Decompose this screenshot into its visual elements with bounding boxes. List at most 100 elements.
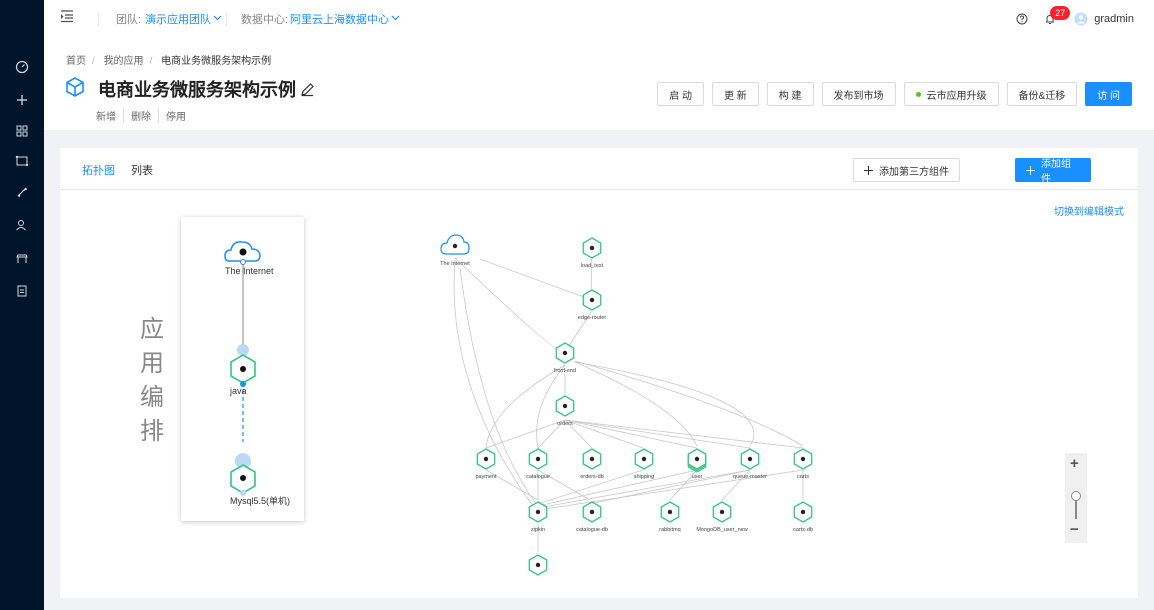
page-title: 电商业务微服务架构示例 xyxy=(98,76,315,102)
java-node-icon[interactable] xyxy=(230,344,256,387)
node-carts-db[interactable]: carts-db xyxy=(793,501,813,533)
publish-market-button[interactable]: 发布到市场 xyxy=(821,82,896,106)
vertical-char: 编 xyxy=(140,384,164,411)
node-label: The Internet xyxy=(440,261,470,267)
node-center-dot xyxy=(667,509,673,515)
breadcrumb-separator: / xyxy=(92,56,95,67)
team-label: 团队: xyxy=(116,14,142,26)
team-selector[interactable]: 演示应用团队 xyxy=(145,11,222,27)
breadcrumb-current: 电商业务微服务架构示例 xyxy=(161,56,272,67)
add-component-button[interactable]: 添加组件 xyxy=(1015,158,1091,185)
vertical-char: 排 xyxy=(140,418,164,445)
tab-list[interactable]: 列表 xyxy=(131,165,153,177)
datacenter-label: 数据中心: xyxy=(241,14,289,26)
add-third-party-button[interactable]: 添加第三方组件 xyxy=(853,158,960,182)
zoom-slider-handle[interactable] xyxy=(1071,491,1081,501)
node-center-dot xyxy=(800,509,806,515)
notification-bell[interactable]: 27 xyxy=(1044,6,1071,25)
tab-topology[interactable]: 拓扑图 xyxy=(82,165,115,177)
add-third-party-label: 添加第三方组件 xyxy=(879,166,949,178)
legend-mysql-label: Mysql5.5(单机) xyxy=(230,496,291,506)
node-catalogue[interactable]: catalogue xyxy=(526,448,550,480)
datacenter-value: 阿里云上海数据中心 xyxy=(290,14,389,26)
legend-internet-label: The Internet xyxy=(225,266,274,276)
node-label: MongoDB_user_new xyxy=(696,527,747,533)
breadcrumb-separator: / xyxy=(149,56,153,67)
node-center-dot xyxy=(589,509,595,515)
menu-collapse-icon[interactable] xyxy=(60,9,74,26)
node-center-dot xyxy=(694,456,700,462)
node-internet[interactable]: The Internet xyxy=(440,234,470,267)
plugin-icon[interactable] xyxy=(7,181,37,203)
zoom-slider-track[interactable] xyxy=(1075,491,1077,519)
backup-migrate-button[interactable]: 备份&迁移 xyxy=(1006,82,1078,106)
team-value: 演示应用团队 xyxy=(145,14,211,26)
node-center-dot xyxy=(589,245,595,251)
gateway-icon[interactable] xyxy=(7,150,37,172)
node-center-dot xyxy=(535,456,541,462)
zoom-in-button[interactable]: + xyxy=(1070,455,1079,472)
node-user[interactable]: user xyxy=(687,448,707,480)
node-zipkin[interactable]: zipkin xyxy=(528,501,548,533)
username[interactable]: gradmin xyxy=(1094,13,1134,25)
breadcrumb-home[interactable]: 首页 xyxy=(66,56,86,67)
topology-edges xyxy=(453,247,804,552)
divider xyxy=(226,12,227,26)
cloud-icon[interactable] xyxy=(224,241,261,265)
node-center-dot xyxy=(719,509,725,515)
switch-edit-mode-link[interactable]: 切换到编辑模式 xyxy=(1054,207,1124,218)
node-rabbitmq[interactable]: rabbitmq xyxy=(659,501,681,533)
avatar[interactable] xyxy=(1074,12,1088,26)
legend-java-label: java xyxy=(230,386,247,396)
disable-action[interactable]: 停用 xyxy=(158,108,193,123)
market-upgrade-button[interactable]: 云市应用升级 xyxy=(903,82,999,106)
breadcrumb-my-apps[interactable]: 我的应用 xyxy=(103,56,144,67)
finance-icon[interactable] xyxy=(7,280,37,302)
topology-nodes: The Internet load_test edge-routerfront-en… xyxy=(440,234,813,576)
plus-icon[interactable] xyxy=(7,89,37,111)
datacenter-selector[interactable]: 阿里云上海数据中心 xyxy=(290,11,400,27)
add-component-label: 添加组件 xyxy=(1041,159,1071,185)
market-upgrade-label: 云市应用升级 xyxy=(926,90,987,102)
node-label: payment xyxy=(475,474,497,480)
chevron-down-icon xyxy=(213,13,222,25)
plus-icon xyxy=(864,165,873,175)
dashboard-icon[interactable] xyxy=(7,56,37,78)
market-icon[interactable] xyxy=(7,247,37,269)
node-queue-master[interactable]: queue-master xyxy=(733,448,767,480)
apps-grid-icon[interactable] xyxy=(7,120,37,142)
node-edge-router[interactable]: edge-router xyxy=(578,289,607,321)
zoom-control: + − xyxy=(1065,453,1087,543)
edit-icon[interactable] xyxy=(300,82,315,97)
node-unnamed[interactable] xyxy=(528,554,548,576)
view-tabs: 拓扑图 列表 添加第三方组件 添加组件 xyxy=(60,148,1138,190)
sidebar xyxy=(0,0,44,610)
node-center-dot xyxy=(800,456,806,462)
start-button[interactable]: 启 动 xyxy=(657,82,704,106)
header-buttons: 启 动 更 新 构 建 发布到市场 云市应用升级 备份&迁移 访 问 xyxy=(657,82,1132,106)
node-orders-db[interactable]: orders-db xyxy=(580,448,604,480)
node-catalogue-db[interactable]: catalogue-db xyxy=(576,501,608,533)
node-load-test[interactable]: load_test xyxy=(581,237,604,269)
node-front-end[interactable]: front-end xyxy=(554,342,576,374)
topology-panel: 拓扑图 列表 添加第三方组件 添加组件 切换到编辑模式 应 用 编 排 xyxy=(60,148,1138,598)
help-icon[interactable] xyxy=(1016,13,1028,25)
zoom-out-button[interactable]: − xyxy=(1070,521,1079,538)
mysql-node-icon[interactable] xyxy=(230,453,256,496)
visit-button[interactable]: 访 问 xyxy=(1085,82,1132,106)
node-payment[interactable]: payment xyxy=(475,448,497,480)
node-label: orders-db xyxy=(580,474,604,480)
node-carts[interactable]: carts xyxy=(793,448,813,480)
update-button[interactable]: 更 新 xyxy=(711,82,759,106)
node-label: carts xyxy=(797,474,809,480)
team-icon[interactable] xyxy=(7,214,37,236)
plus-icon xyxy=(1026,165,1035,175)
app-title-text: 电商业务微服务架构示例 xyxy=(98,80,296,100)
build-button[interactable]: 构 建 xyxy=(766,82,814,106)
node-user-db[interactable]: MongoDB_user_new xyxy=(696,501,748,533)
node-shipping[interactable]: shipping xyxy=(634,448,655,480)
node-orders[interactable]: orders xyxy=(555,395,575,427)
delete-action[interactable]: 删除 xyxy=(123,108,158,123)
vertical-char: 应 xyxy=(140,316,164,343)
add-action[interactable]: 新增 xyxy=(96,112,116,123)
